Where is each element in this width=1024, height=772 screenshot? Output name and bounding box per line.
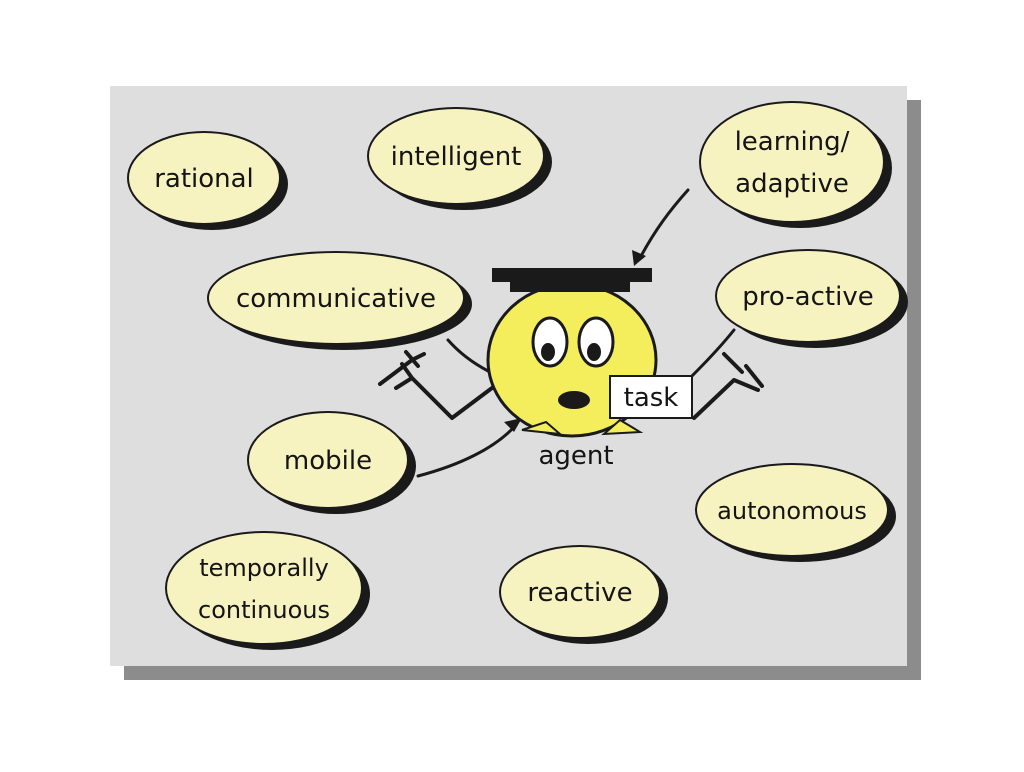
agent-hat-base xyxy=(510,282,630,292)
bubble-shape xyxy=(207,251,465,345)
bubble-pro-active: pro-active xyxy=(715,249,908,348)
bubble-shape xyxy=(247,411,409,509)
agent-label: agent xyxy=(538,441,613,471)
arrow-learning-to-hat xyxy=(638,188,690,260)
bubble-learning-adaptive: learning/ adaptive xyxy=(699,101,892,228)
bubble-shape xyxy=(127,131,281,225)
bubble-reactive: reactive xyxy=(499,545,668,644)
bubble-mobile: mobile xyxy=(247,411,416,514)
property-temporally: temporally xyxy=(199,554,329,582)
bubble-autonomous: autonomous xyxy=(695,463,896,562)
property-pro-active: pro-active xyxy=(742,282,873,312)
agent-right-pupil xyxy=(587,343,601,361)
agent-right-arm xyxy=(692,378,760,420)
agent-right-claw xyxy=(722,352,764,388)
property-learning: learning/ xyxy=(735,127,850,157)
property-communicative: communicative xyxy=(236,284,436,314)
agent-mouth xyxy=(558,391,590,409)
bubble-shape xyxy=(367,107,545,205)
agent-left-claw xyxy=(378,352,426,386)
bubble-rational: rational xyxy=(127,131,288,230)
agent-hat-board xyxy=(492,268,652,282)
property-autonomous: autonomous xyxy=(717,497,867,525)
bubble-shape xyxy=(699,101,885,223)
property-bubbles: rational intelligent learning/ adaptive … xyxy=(127,101,908,650)
arrowhead-mobile xyxy=(504,418,522,432)
bubble-intelligent: intelligent xyxy=(367,107,552,210)
bubble-temporally-continuous: temporally continuous xyxy=(165,531,370,650)
task-card xyxy=(609,375,693,419)
task-label: task xyxy=(624,383,679,413)
property-reactive: reactive xyxy=(527,578,632,608)
arrow-mobile-to-agent xyxy=(416,424,517,478)
bubble-shape xyxy=(165,531,363,645)
bubble-shape xyxy=(499,545,661,639)
agent-figure: task agent xyxy=(378,268,764,471)
agent-left-pupil xyxy=(541,343,555,361)
property-adaptive: adaptive xyxy=(735,169,849,199)
property-continuous: continuous xyxy=(198,596,330,624)
agent-feet xyxy=(521,418,644,436)
property-rational: rational xyxy=(154,164,254,194)
bubble-communicative: communicative xyxy=(207,251,472,350)
property-intelligent: intelligent xyxy=(391,142,522,172)
property-mobile: mobile xyxy=(284,446,372,476)
arrowhead-learning xyxy=(632,250,646,266)
bubble-shape xyxy=(695,463,889,557)
bubble-shape xyxy=(715,249,901,343)
